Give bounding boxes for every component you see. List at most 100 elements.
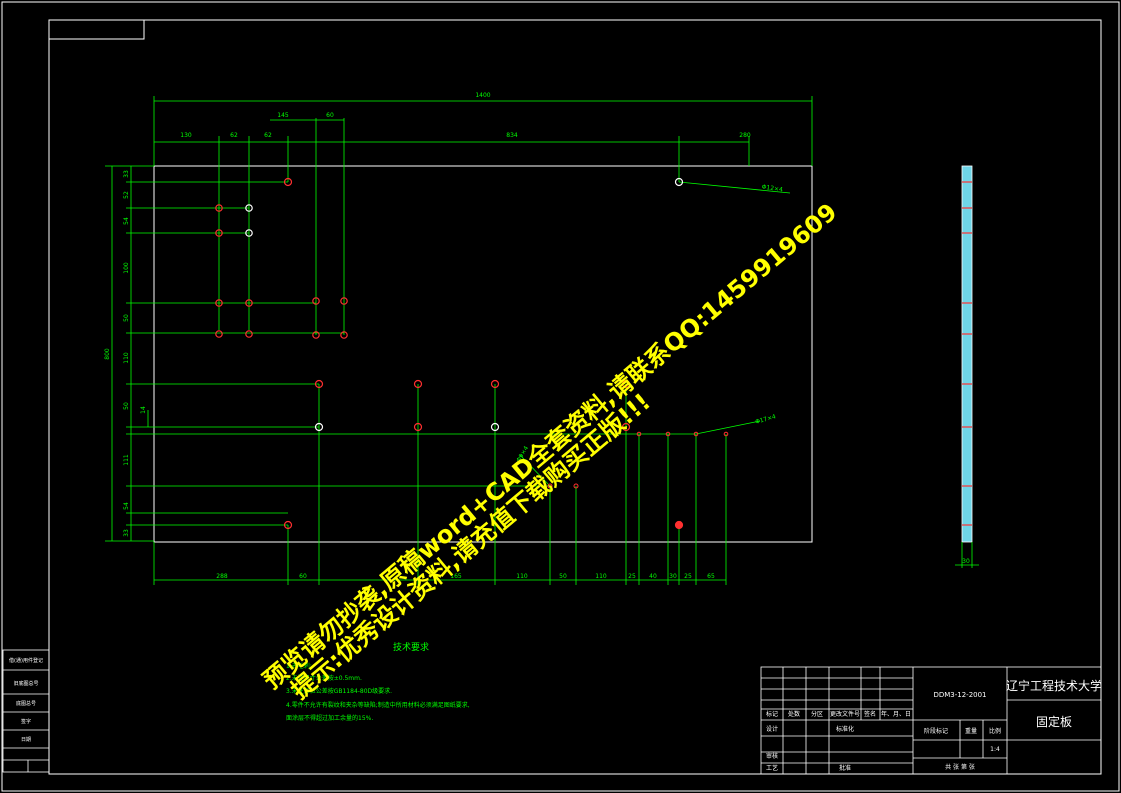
side-table-label: 旧底图总号 (13, 680, 38, 687)
school-name: 辽宁工程技术大学 (1006, 678, 1102, 693)
top-dim: 130 (180, 132, 192, 139)
title-block-label: 更改文件号 (830, 710, 860, 718)
side-view-body (961, 165, 973, 543)
hole-marker (674, 520, 684, 530)
code-box (48, 19, 145, 40)
title-block-label: 标准化 (836, 725, 854, 733)
hole-marker (215, 229, 223, 237)
hole-marker (283, 177, 293, 187)
small-dim: 14 (140, 406, 147, 414)
hole-marker (312, 331, 320, 339)
side-width-dim: 30 (962, 558, 970, 565)
left-dim: 54 (123, 217, 130, 225)
side-view (955, 165, 979, 568)
side-view-holes (962, 181, 972, 526)
left-total-dim: 800 (104, 348, 111, 360)
left-dim: 100 (123, 262, 130, 274)
hole-marker (340, 297, 348, 305)
hole-marker (215, 204, 223, 212)
top-dim: 145 (277, 112, 289, 119)
hole-marker (413, 422, 423, 432)
tech-requirements: 技术要求 1.去毛刺; 2.未注尺寸公差按±0.5mm. 3.未注形位公差按GB… (286, 641, 470, 722)
bottom-dim: 165 (450, 573, 462, 580)
tech-requirements-title: 技术要求 (393, 641, 429, 653)
title-block-label: 比例 (989, 727, 1001, 735)
bottom-dim: 50 (559, 573, 567, 580)
title-block-label: 重量 (965, 727, 977, 735)
bottom-dim: 40 (649, 573, 657, 580)
title-block: 标记 处数 分区 更改文件号 签名 年、月、日 设计 标准化 审核 工艺 批准 … (760, 666, 1102, 775)
title-block-label: 签名 (864, 710, 876, 718)
dimension-lines (105, 96, 813, 585)
hole-marker (490, 379, 500, 389)
watermark-line-2: 提示:优秀设计资料,请充值下载购买正版!!! (286, 388, 656, 705)
hole-marker (245, 204, 253, 212)
title-block-label: 阶段标记 (924, 727, 948, 735)
left-dim: 54 (123, 502, 130, 510)
side-registration-table: 借(通)用件登记 旧底图总号 底图总号 签字 日期 (2, 649, 50, 773)
left-dim: 50 (123, 402, 130, 410)
title-block-label: 设计 (766, 725, 778, 733)
hole-marker (573, 483, 579, 489)
scale-value: 1:4 (990, 746, 1000, 753)
left-dim: 33 (123, 170, 130, 178)
bottom-dim: 25 (628, 573, 636, 580)
bottom-dim: 65 (707, 573, 715, 580)
hole-marker (674, 177, 684, 187)
hole-marker (283, 520, 293, 530)
watermark-line-1: 预览请勿抄袭,原稿word+CAD全套资料,请联系QQ:1459919609 (258, 198, 843, 695)
sheet-count: 共 张 第 张 (945, 763, 975, 771)
hole-marker (314, 422, 324, 432)
side-table-label: 借(通)用件登记 (9, 657, 43, 664)
bottom-dim: 60 (299, 573, 307, 580)
left-dim: 52 (123, 191, 130, 199)
bottom-dim: 25 (684, 573, 692, 580)
top-dim: 62 (230, 132, 238, 139)
hole-marker (340, 331, 348, 339)
title-block-label: 审核 (766, 752, 778, 760)
hole-marker (215, 330, 223, 338)
top-dim: 834 (506, 132, 518, 139)
bottom-dim: 110 (516, 573, 528, 580)
bottom-dim: 288 (216, 573, 228, 580)
watermark: 预览请勿抄袭,原稿word+CAD全套资料,请联系QQ:1459919609 提… (258, 198, 843, 705)
title-block-label: 年、月、日 (881, 710, 911, 718)
left-dim: 33 (123, 529, 130, 537)
title-block-label: 分区 (811, 710, 823, 718)
tech-requirement-line: 1.去毛刺; (286, 662, 312, 670)
tech-requirement-line: 3.未注形位公差按GB1184-80D级要求. (286, 687, 392, 695)
hole-marker (693, 431, 699, 437)
hole-marker (312, 297, 320, 305)
tech-requirement-line: 2.未注尺寸公差按±0.5mm. (286, 674, 362, 682)
hole-marker (245, 330, 253, 338)
hole-marker (490, 422, 500, 432)
hole-marker (314, 379, 324, 389)
hole-callout: Φ12×4 (761, 184, 783, 194)
hole-marker (413, 379, 423, 389)
side-table-label: 底图总号 (16, 700, 36, 707)
hole-callout: Φ17×4 (754, 413, 776, 426)
left-dim: 110 (123, 352, 130, 364)
side-table-label: 签字 (21, 718, 31, 725)
hole-marker (215, 299, 223, 307)
hole-marker (621, 379, 631, 389)
bottom-dim: 110 (595, 573, 607, 580)
top-dim: 62 (264, 132, 272, 139)
overall-width-dim: 1400 (475, 92, 490, 99)
tech-requirement-line: 面涂层不得超过加工余量的15%. (286, 714, 373, 722)
title-block-label: 处数 (788, 710, 800, 718)
top-dim: 280 (739, 132, 751, 139)
hole-marker (547, 483, 553, 489)
plate-outline (153, 165, 813, 543)
drawing-frame (48, 19, 1102, 775)
top-dim: 60 (326, 112, 334, 119)
part-name: 固定板 (1036, 714, 1072, 729)
left-dim: 50 (123, 314, 130, 322)
left-dim: 111 (123, 454, 130, 466)
drawing-number: DDM3-12-2001 (933, 691, 986, 699)
hole-marker (621, 422, 631, 432)
hole-marker (636, 431, 642, 437)
side-table-label: 日期 (21, 737, 31, 743)
